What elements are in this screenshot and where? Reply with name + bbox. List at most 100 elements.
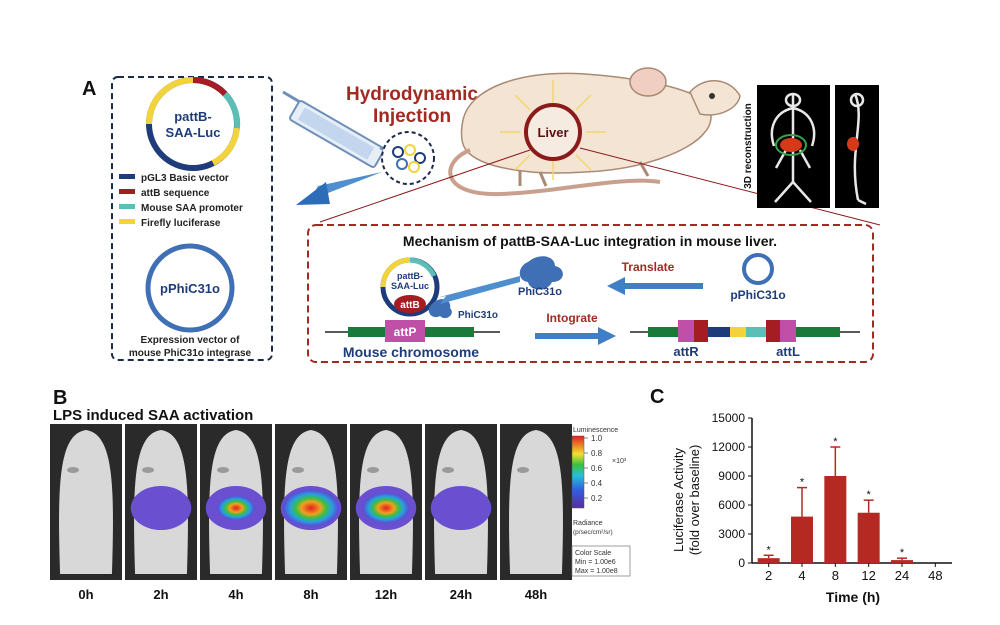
luminescence-hotspot [362, 492, 410, 524]
plasmid-cluster-icon [392, 144, 426, 173]
timepoint-label: 2h [153, 587, 168, 602]
bar-8h [824, 476, 847, 563]
injection-title-line1: Hydrodynamic [346, 84, 478, 105]
pphic31o-label: pPhiC31o [730, 288, 785, 302]
luminescence-hotspot [217, 495, 255, 521]
pphic31o-plasmid [145, 243, 235, 333]
mouse-eye [67, 467, 80, 473]
color-scale-line1: Color Scale [575, 550, 611, 557]
mouse-eye [442, 467, 455, 473]
x-tick-label: 24 [895, 568, 909, 583]
mouse-image-12h: 12h [350, 424, 422, 602]
y-tick-label: 0 [738, 556, 745, 570]
bar-24h [891, 560, 913, 563]
ct-liver-signal-side [847, 137, 859, 151]
luminescence-signal [130, 486, 192, 530]
luminescence-signal [430, 486, 492, 530]
attp-label: attP [394, 325, 417, 339]
plasmid2-name: pPhiC31o [160, 281, 220, 296]
legend-swatch-saa [119, 204, 135, 209]
small-plasmid-name-line2: SAA-Luc [391, 281, 429, 291]
timepoint-label: 48h [525, 587, 547, 602]
timepoint-label: 24h [450, 587, 472, 602]
plasmid-box [111, 76, 273, 361]
injection-title-line2: Injection [373, 106, 451, 127]
chromosome-label: Mouse chromosome [343, 344, 479, 360]
timepoint-label: 8h [303, 587, 318, 602]
panel-c-label: C [650, 386, 664, 408]
mouse-illustration [448, 67, 741, 197]
mouse-body [59, 430, 113, 574]
colorbar-tick-label: 1.0 [591, 434, 603, 443]
x-tick-label: 48 [928, 568, 942, 583]
mechanism-box [307, 224, 874, 363]
timepoint-label: 12h [375, 587, 397, 602]
attb-label: attB [400, 300, 419, 311]
y-tick-label: 15000 [712, 411, 746, 425]
legend-text-luc: Firefly luciferase [141, 218, 221, 229]
small-pphic31o-plasmid [742, 253, 774, 285]
mouse-image-2h: 2h [125, 424, 197, 602]
attr-label: attR [673, 344, 699, 359]
panel-b-title: LPS induced SAA activation [53, 407, 253, 424]
legend-text-saa: Mouse SAA promoter [141, 203, 243, 214]
translate-arrow-icon [607, 277, 703, 295]
magnified-plasmids-icon [381, 131, 435, 185]
plasmid2-caption-line1: Expression vector of [141, 335, 241, 346]
colorbar-exponent: ×10³ [612, 458, 627, 465]
liver-label: Liver [537, 125, 568, 140]
plasmid-legend: pGL3 Basic vector attB sequence Mouse SA… [119, 173, 243, 229]
mouse-eye [367, 467, 380, 473]
colorbar-tick-label: 0.6 [591, 464, 603, 473]
color-scale-box [571, 545, 631, 577]
timepoint-label: 4h [228, 587, 243, 602]
y-axis-label-line2: (fold over baseline) [687, 445, 702, 556]
legend-text-pgl3: pGL3 Basic vector [141, 173, 229, 184]
significance-mark: * [800, 477, 805, 489]
ct-liver-signal-front [780, 138, 802, 152]
bar-2h [757, 558, 780, 563]
y-tick-label: 12000 [712, 440, 746, 454]
liver-circle [524, 103, 582, 161]
mouse-image-24h: 24h [425, 424, 497, 602]
significance-mark: * [833, 436, 838, 448]
mouse-eye [142, 467, 155, 473]
attl-label: attL [776, 344, 800, 359]
x-tick-label: 8 [832, 568, 839, 583]
y-axis-label-line1: Luciferase Activity [671, 447, 686, 552]
protein-arrow-icon [436, 276, 520, 304]
colorbar-tick-label: 0.4 [591, 479, 603, 488]
ct-liver-glow-front [775, 134, 807, 156]
panel-a-label: A [82, 78, 96, 100]
bar-4h [791, 516, 813, 563]
mouse-eye [292, 467, 305, 473]
translate-label: Translate [622, 260, 675, 274]
liver-glow-icon [500, 80, 606, 180]
colorbar-tick-label: 0.2 [591, 494, 603, 503]
chromosome-left-segment [348, 327, 386, 337]
integrated-construct [630, 320, 860, 342]
significance-mark: * [867, 489, 872, 501]
phic31o-protein-icon [519, 256, 563, 290]
color-scale-line2: Min = 1.00e6 [575, 559, 616, 566]
zoom-arrow-icon [296, 172, 382, 205]
mouse-image-48h: 48h [500, 424, 572, 602]
mouse-eye [217, 467, 230, 473]
plasmid1-name-line2: SAA-Luc [166, 125, 221, 140]
colorbar-tick-label: 0.8 [591, 449, 603, 458]
mouse-body [509, 430, 563, 574]
mouse-image-8h: 8h [275, 424, 347, 602]
mouse-eye [517, 467, 530, 473]
mouse-image-0h: 0h [50, 424, 122, 602]
legend-swatch-pgl3 [119, 174, 135, 179]
y-tick-label: 9000 [718, 469, 745, 483]
imaging-strip: 0h 2h 4h 8h 12h 24h 48h [50, 424, 572, 602]
attp-site [385, 320, 425, 342]
significance-mark: * [900, 547, 905, 559]
integrate-label: Intograte [546, 311, 598, 325]
phic31o-label-bottom: PhiC31o [458, 310, 498, 321]
y-tick-label: 6000 [718, 498, 745, 512]
legend-swatch-luc [119, 219, 135, 224]
